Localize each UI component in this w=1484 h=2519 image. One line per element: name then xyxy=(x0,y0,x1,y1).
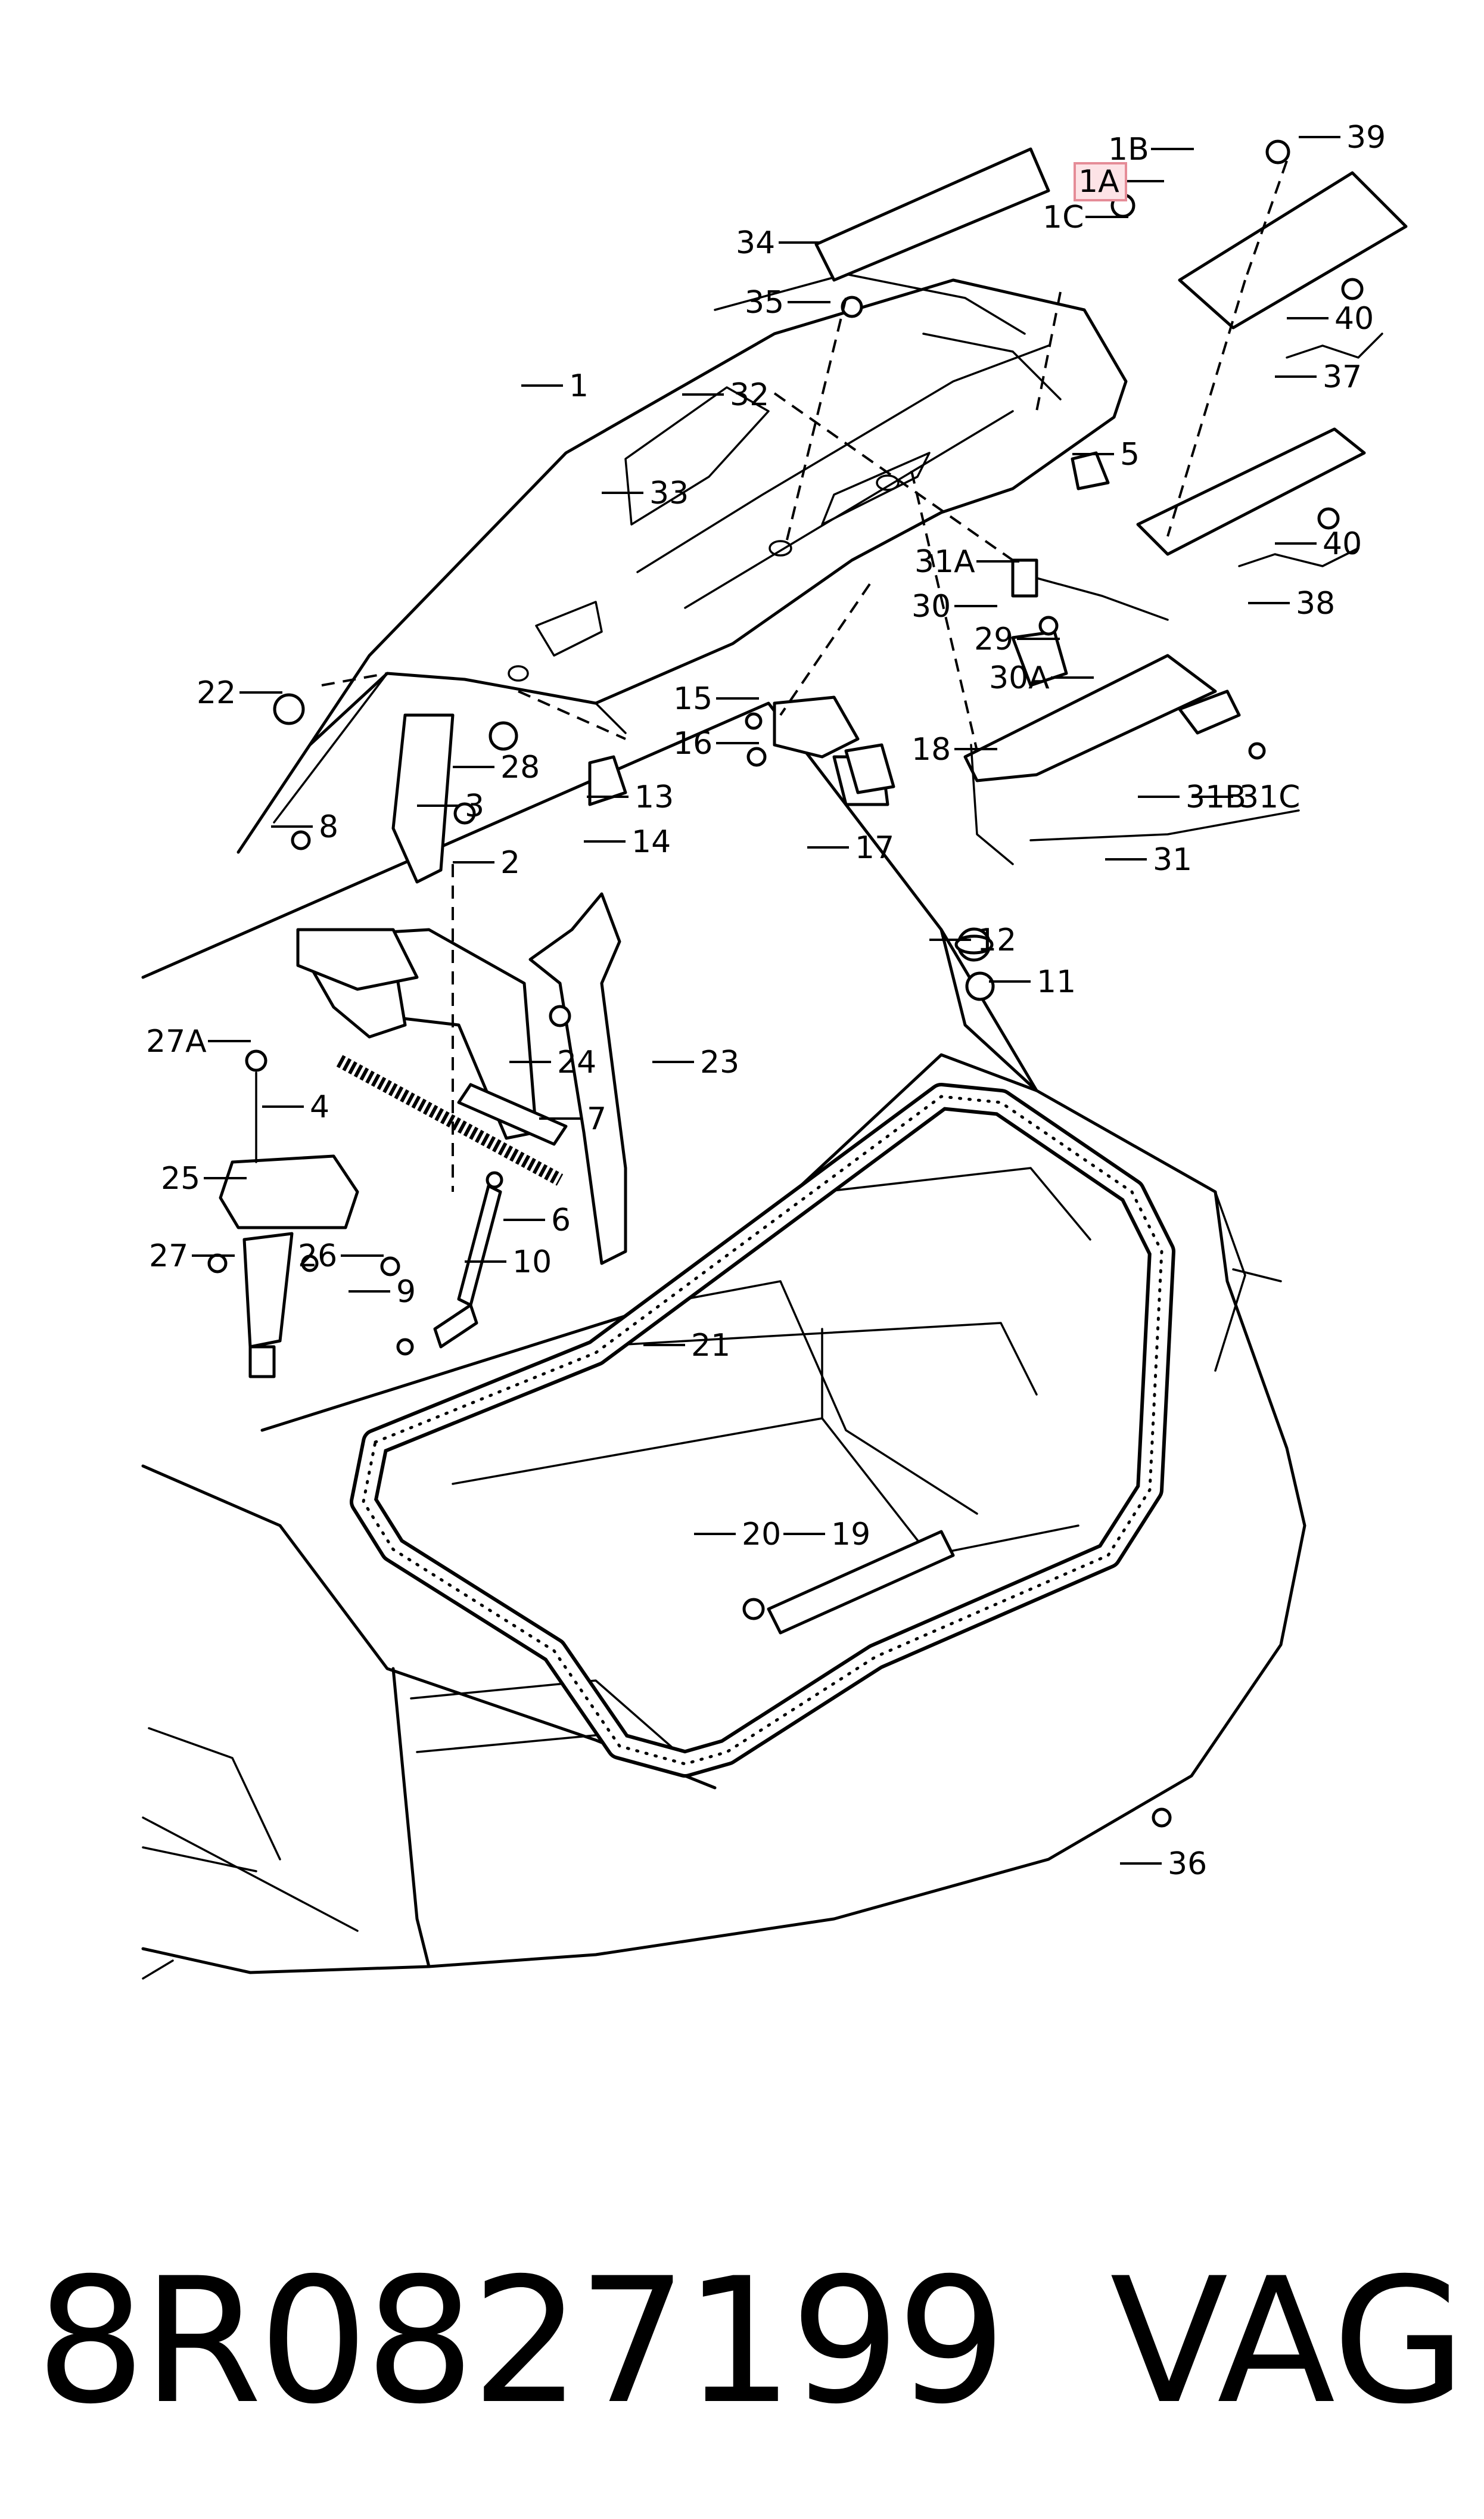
fasteners xyxy=(207,139,1364,1828)
callout-label: 40 xyxy=(1334,301,1374,337)
callout-label: 1C xyxy=(1043,200,1084,235)
callout-label: 3 xyxy=(465,788,484,824)
callout-label: 14 xyxy=(631,824,671,860)
callout-label: 20 xyxy=(742,1517,781,1552)
callout-label: 18 xyxy=(911,732,951,768)
callout-label: 37 xyxy=(1323,359,1362,395)
part-number: 8R0827199 xyxy=(36,2241,1007,2442)
callout-label: 30 xyxy=(911,589,951,625)
callout-label: 13 xyxy=(634,779,674,815)
callout-leaders xyxy=(192,136,1340,1865)
callout-label: 32 xyxy=(730,377,769,413)
spring-and-struts xyxy=(336,1055,568,1349)
trunk-lid xyxy=(237,273,1128,854)
footer: 8R0827199 VAG xyxy=(0,2217,1484,2467)
callout-label: 27A xyxy=(146,1024,207,1060)
callout-label: 21 xyxy=(691,1328,730,1363)
callout-highlight xyxy=(1074,162,1127,201)
callout-label: 31C xyxy=(1239,779,1300,815)
group-brackets xyxy=(1029,333,1383,841)
callout-label: 30A xyxy=(989,660,1050,696)
callout-label: 34 xyxy=(736,225,775,261)
callout-label: 1 xyxy=(569,368,589,404)
callout-label: 1B xyxy=(1108,132,1149,167)
callout-label: 16 xyxy=(673,726,713,762)
callout-label: 31B xyxy=(1186,779,1246,815)
callout-label: 38 xyxy=(1296,586,1335,622)
callout-label: 24 xyxy=(557,1045,596,1080)
dashed-guides xyxy=(321,160,1288,1192)
actuator-assembly xyxy=(219,928,419,1378)
car-body-outline xyxy=(141,701,1306,1980)
callout-label: 36 xyxy=(1168,1846,1207,1882)
callout-label: 26 xyxy=(298,1238,337,1274)
callout-label: 10 xyxy=(512,1244,552,1280)
callout-label: 7 xyxy=(587,1101,606,1137)
callout-label: 8 xyxy=(319,809,338,845)
callout-label: 17 xyxy=(855,830,894,866)
callout-label: 6 xyxy=(551,1203,571,1238)
callout-label: 1A xyxy=(1078,164,1119,200)
callout-label: 33 xyxy=(649,476,689,511)
callout-label: 28 xyxy=(500,750,540,785)
callout-label: 12 xyxy=(977,923,1016,958)
callout-label: 31 xyxy=(1153,842,1192,878)
brand-name: VAG xyxy=(1110,2241,1466,2442)
callout-label: 27 xyxy=(149,1238,188,1274)
callout-label: 4 xyxy=(310,1089,329,1125)
trunk-seal xyxy=(350,1083,1175,1778)
callout-label: 29 xyxy=(974,622,1013,657)
callout-label: 15 xyxy=(673,681,713,717)
callout-label: 25 xyxy=(161,1161,200,1197)
callout-label: 35 xyxy=(745,285,784,321)
callout-label: 9 xyxy=(396,1274,416,1310)
callout-label: 2 xyxy=(500,845,520,881)
callout-label: 19 xyxy=(831,1517,870,1552)
callout-label: 5 xyxy=(1120,437,1140,473)
callout-label: 40 xyxy=(1323,526,1362,562)
callout-label: 39 xyxy=(1346,120,1386,156)
callout-label: 31A xyxy=(914,544,975,580)
cover-panels xyxy=(767,147,1408,1635)
callout-label: 22 xyxy=(197,675,236,711)
callout-label: 11 xyxy=(1037,964,1076,1000)
callout-label: 23 xyxy=(700,1045,739,1080)
